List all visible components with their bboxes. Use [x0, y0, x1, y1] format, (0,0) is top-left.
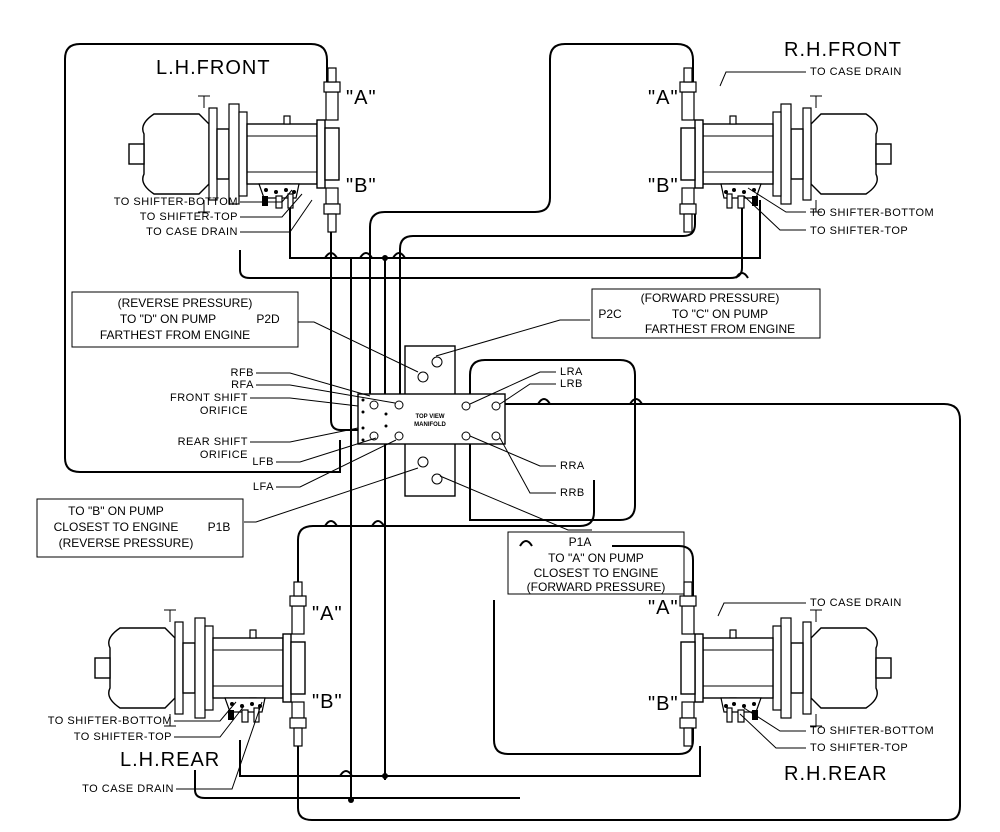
- title-rh-front: R.H.FRONT: [784, 39, 902, 61]
- port-label-rrb: RRB: [560, 487, 585, 499]
- note-forward-line1: (FORWARD PRESSURE): [641, 291, 780, 305]
- port-label-lra: LRA: [560, 366, 583, 378]
- port-b-rh-front: "B": [648, 175, 679, 197]
- port-b-lh-rear: "B": [312, 691, 343, 713]
- label-shifter-bottom-rh-rear: TO SHIFTER-BOTTOM: [810, 725, 934, 737]
- label-shifter-top-rh-rear: TO SHIFTER-TOP: [810, 742, 908, 754]
- title-rh-rear: R.H.REAR: [784, 763, 888, 785]
- label-shifter-top-lh-front: TO SHIFTER-TOP: [140, 211, 238, 223]
- note-reverse-line2: TO "D" ON PUMP: [120, 312, 216, 326]
- label-front-shift-2: ORIFICE: [200, 405, 248, 417]
- port-a-rh-rear: "A": [648, 597, 679, 619]
- label-shifter-bottom-rh-front: TO SHIFTER-BOTTOM: [810, 207, 934, 219]
- port-a-lh-rear: "A": [312, 603, 343, 625]
- note-p1b: TO "B" ON PUMP CLOSEST TO ENGINE P1B (RE…: [36, 498, 244, 558]
- port-b-lh-front: "B": [346, 175, 377, 197]
- note-forward-line3: FARTHEST FROM ENGINE: [645, 322, 795, 336]
- manifold-label-line1: TOP VIEW: [415, 414, 444, 420]
- note-p1a-line3: (FORWARD PRESSURE): [527, 580, 666, 594]
- note-p1a-line2: CLOSEST TO ENGINE: [534, 566, 659, 580]
- port-label-lrb: LRB: [560, 378, 583, 390]
- manifold: TOP VIEW MANIFOLD: [357, 345, 506, 497]
- note-reverse-line3: FARTHEST FROM ENGINE: [100, 328, 250, 342]
- manifold-label-line2: MANIFOLD: [414, 422, 446, 428]
- label-case-drain-lh-rear: TO CASE DRAIN: [82, 783, 174, 795]
- note-p1a: P1A TO "A" ON PUMP CLOSEST TO ENGINE (FO…: [507, 531, 685, 595]
- port-label-rra: RRA: [560, 460, 585, 472]
- note-p1a-line1: TO "A" ON PUMP: [548, 551, 644, 565]
- label-case-drain-rh-rear: TO CASE DRAIN: [810, 597, 902, 609]
- note-forward-pressure-p2c: (FORWARD PRESSURE) P2C TO "C" ON PUMP FA…: [591, 288, 821, 339]
- note-reverse-line1: (REVERSE PRESSURE): [118, 296, 253, 310]
- note-reverse-pressure-p2d: (REVERSE PRESSURE) TO "D" ON PUMP P2D FA…: [71, 291, 299, 348]
- label-case-drain-lh-front: TO CASE DRAIN: [146, 226, 238, 238]
- label-shifter-bottom-lh-rear: TO SHIFTER-BOTTOM: [48, 715, 172, 727]
- port-label-lfb: LFB: [252, 456, 274, 468]
- note-forward-line2: TO "C" ON PUMP: [672, 307, 768, 321]
- title-lh-rear: L.H.REAR: [120, 749, 220, 771]
- port-label-p1a: P1A: [569, 535, 592, 549]
- port-label-p2c: P2C: [598, 307, 622, 321]
- label-front-shift-1: FRONT SHIFT: [170, 392, 248, 404]
- label-shifter-top-lh-rear: TO SHIFTER-TOP: [74, 731, 172, 743]
- label-shifter-top-rh-front: TO SHIFTER-TOP: [810, 225, 908, 237]
- note-p1b-line3: (REVERSE PRESSURE): [59, 536, 194, 550]
- port-a-rh-front: "A": [648, 87, 679, 109]
- port-label-rfb: RFB: [231, 367, 255, 379]
- label-shifter-bottom-lh-front: TO SHIFTER-BOTTOM: [114, 196, 238, 208]
- port-a-lh-front: "A": [346, 87, 377, 109]
- note-p1b-line2: CLOSEST TO ENGINE: [54, 520, 179, 534]
- port-label-lfa: LFA: [253, 481, 274, 493]
- title-lh-front: L.H.FRONT: [156, 57, 271, 79]
- note-p1b-line1: TO "B" ON PUMP: [68, 504, 164, 518]
- label-case-drain-rh-front: TO CASE DRAIN: [810, 66, 902, 78]
- port-label-rfa: RFA: [231, 379, 254, 391]
- label-rear-shift-2: ORIFICE: [200, 449, 248, 461]
- port-b-rh-rear: "B": [648, 693, 679, 715]
- leader-lines: [174, 71, 806, 790]
- label-rear-shift-1: REAR SHIFT: [178, 436, 248, 448]
- port-label-p2d: P2D: [256, 312, 280, 326]
- port-label-p1b: P1B: [208, 520, 231, 534]
